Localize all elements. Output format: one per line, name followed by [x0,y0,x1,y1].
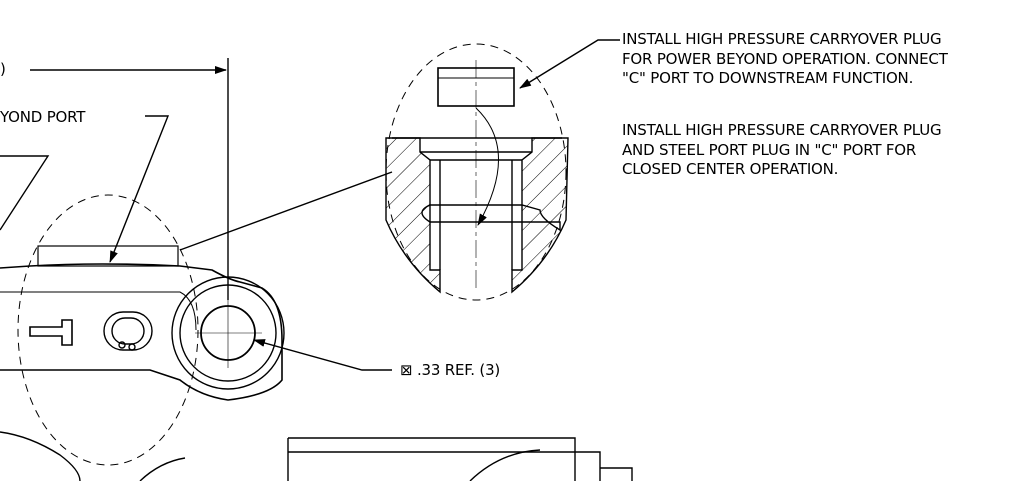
note-closed-center: INSTALL HIGH PRESSURE CARRYOVER PLUG AND… [622,121,942,180]
oring-groove-inner [111,317,145,345]
diameter-symbol: ⊠ [400,361,413,379]
note-line: "C" PORT TO DOWNSTREAM FUNCTION. [622,69,914,87]
carryover-plug [37,245,179,267]
beyond-port-label: YOND PORT [0,108,86,126]
note-line: FOR POWER BEYOND OPERATION. CONNECT [622,49,948,68]
beyond-port-leader [109,115,170,263]
note-line: CLOSED CENTER OPERATION. [622,160,839,178]
detail-connector [179,171,393,251]
lower-left-arc [0,431,81,481]
note-line: AND STEEL PORT PLUG IN "C" PORT FOR [622,140,917,159]
oring-groove [103,311,153,351]
note-leader [519,39,620,89]
note-line: INSTALL HIGH PRESSURE CARRYOVER PLUG [622,30,942,48]
diameter-callout: ⊠ .33 REF. (3) [400,361,500,379]
detail-ellipse-left [17,194,199,466]
lower-body-top [288,437,576,481]
dimension-label: ) [0,60,6,78]
hatch-left [385,137,441,294]
hatch-right [511,137,569,294]
secondary-leader [0,155,50,231]
lower-arc [469,449,541,481]
port-boss-mid [179,284,277,382]
diameter-leader [253,339,392,371]
note-power-beyond: INSTALL HIGH PRESSURE CARRYOVER PLUG FOR… [622,30,948,89]
flow-arrow [475,107,499,226]
oring-dot-a [118,341,126,349]
cross-passage [421,204,561,232]
port-boss-outer [171,276,285,390]
lower-body-right [600,467,633,481]
valve-body-inner [0,291,197,331]
t-slot [29,319,73,346]
diameter-ref: .33 REF. (3) [416,361,501,379]
lower-left-arc2 [139,457,186,481]
lower-body-step [288,451,601,481]
oring-dot-b [128,343,136,351]
note-line: INSTALL HIGH PRESSURE CARRYOVER PLUG [622,121,942,139]
